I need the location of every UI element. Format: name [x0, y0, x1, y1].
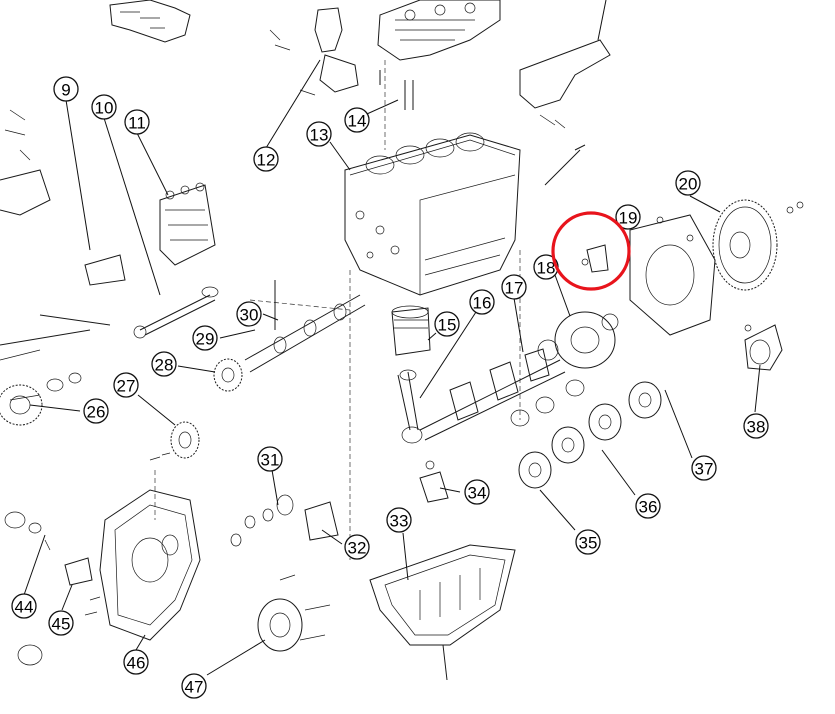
svg-text:29: 29 [196, 330, 215, 349]
svg-text:13: 13 [310, 126, 329, 145]
svg-text:19: 19 [619, 209, 638, 228]
svg-text:47: 47 [185, 678, 204, 697]
part-crankshaft [419, 348, 566, 441]
part-gear-27 [149, 421, 200, 461]
part-bracket-19 [581, 244, 609, 273]
callout-17: 17 [501, 274, 527, 300]
svg-text:16: 16 [473, 294, 492, 313]
part-governor-linkage [0, 109, 111, 401]
callout-14: 14 [344, 107, 370, 133]
svg-text:12: 12 [257, 151, 276, 170]
callout-18: 18 [533, 254, 559, 280]
svg-text:37: 37 [695, 460, 714, 479]
svg-text:35: 35 [579, 534, 598, 553]
parts-artwork [0, 0, 804, 681]
part-flywheel [712, 199, 804, 291]
part-injection-pump [84, 182, 219, 339]
part-intake-manifold [109, 0, 191, 43]
part-piston-connecting-rod [391, 305, 431, 444]
callout-47: 47 [181, 673, 207, 699]
part-bearing-housing [537, 311, 619, 369]
part-crank-pulley [257, 574, 331, 652]
callout-32: 32 [344, 534, 370, 560]
svg-text:36: 36 [639, 498, 658, 517]
assembly-guide-lines [154, 60, 521, 560]
callout-35: 35 [575, 529, 601, 555]
callout-15: 15 [434, 311, 460, 337]
svg-text:28: 28 [155, 356, 174, 375]
svg-text:14: 14 [348, 112, 367, 131]
svg-text:38: 38 [747, 418, 766, 437]
svg-text:27: 27 [117, 377, 136, 396]
callout-11: 11 [124, 109, 150, 135]
part-oil-pan [369, 544, 516, 681]
svg-text:20: 20 [679, 175, 698, 194]
part-cylinder-head [377, 0, 501, 61]
callout-16: 16 [469, 289, 495, 315]
callout-20: 20 [675, 170, 701, 196]
callout-27: 27 [113, 372, 139, 398]
callout-33: 33 [386, 507, 412, 533]
callout-46: 46 [123, 649, 149, 675]
callout-34: 34 [464, 479, 490, 505]
svg-text:33: 33 [390, 512, 409, 531]
callout-19: 19 [615, 204, 641, 230]
callout-12: 12 [253, 146, 279, 172]
leader-lines [23, 59, 761, 676]
callout-28: 28 [151, 351, 177, 377]
callout-26: 26 [83, 398, 109, 424]
part-seals-44-45 [4, 511, 93, 666]
svg-text:17: 17 [505, 279, 524, 298]
svg-text:45: 45 [52, 615, 71, 634]
svg-text:46: 46 [127, 654, 146, 673]
callout-45: 45 [48, 610, 74, 636]
part-gear-26 [0, 372, 82, 426]
callout-44: 44 [11, 593, 37, 619]
part-38-assembly [744, 324, 783, 371]
highlight-circle [551, 211, 631, 291]
part-camshaft [213, 280, 366, 392]
part-water-outlet [269, 7, 359, 96]
callout-10: 10 [91, 94, 117, 120]
callout-31: 31 [257, 446, 283, 472]
part-crankcase [344, 132, 521, 296]
callout-9: 9 [53, 76, 79, 102]
part-gear-case [84, 489, 201, 641]
svg-text:15: 15 [438, 316, 457, 335]
part-exhaust-manifold [519, 0, 611, 129]
svg-text:44: 44 [15, 598, 34, 617]
part-covers-35-36-37 [510, 379, 662, 489]
svg-text:34: 34 [468, 484, 487, 503]
svg-text:18: 18 [537, 259, 556, 278]
part-oil-pump [419, 460, 449, 503]
part-flywheel-housing [629, 214, 716, 336]
svg-text:26: 26 [87, 403, 106, 422]
callout-30: 30 [236, 301, 262, 327]
svg-text:32: 32 [348, 539, 367, 558]
svg-text:10: 10 [95, 99, 114, 118]
callout-38: 38 [743, 413, 769, 439]
callout-13: 13 [306, 121, 332, 147]
callout-29: 29 [192, 325, 218, 351]
svg-text:30: 30 [240, 306, 259, 325]
callout-37: 37 [691, 455, 717, 481]
svg-text:31: 31 [261, 451, 280, 470]
part-valves [379, 70, 586, 186]
callout-36: 36 [635, 493, 661, 519]
svg-text:9: 9 [61, 81, 70, 100]
part-water-pump [230, 494, 339, 547]
svg-text:11: 11 [128, 114, 146, 133]
